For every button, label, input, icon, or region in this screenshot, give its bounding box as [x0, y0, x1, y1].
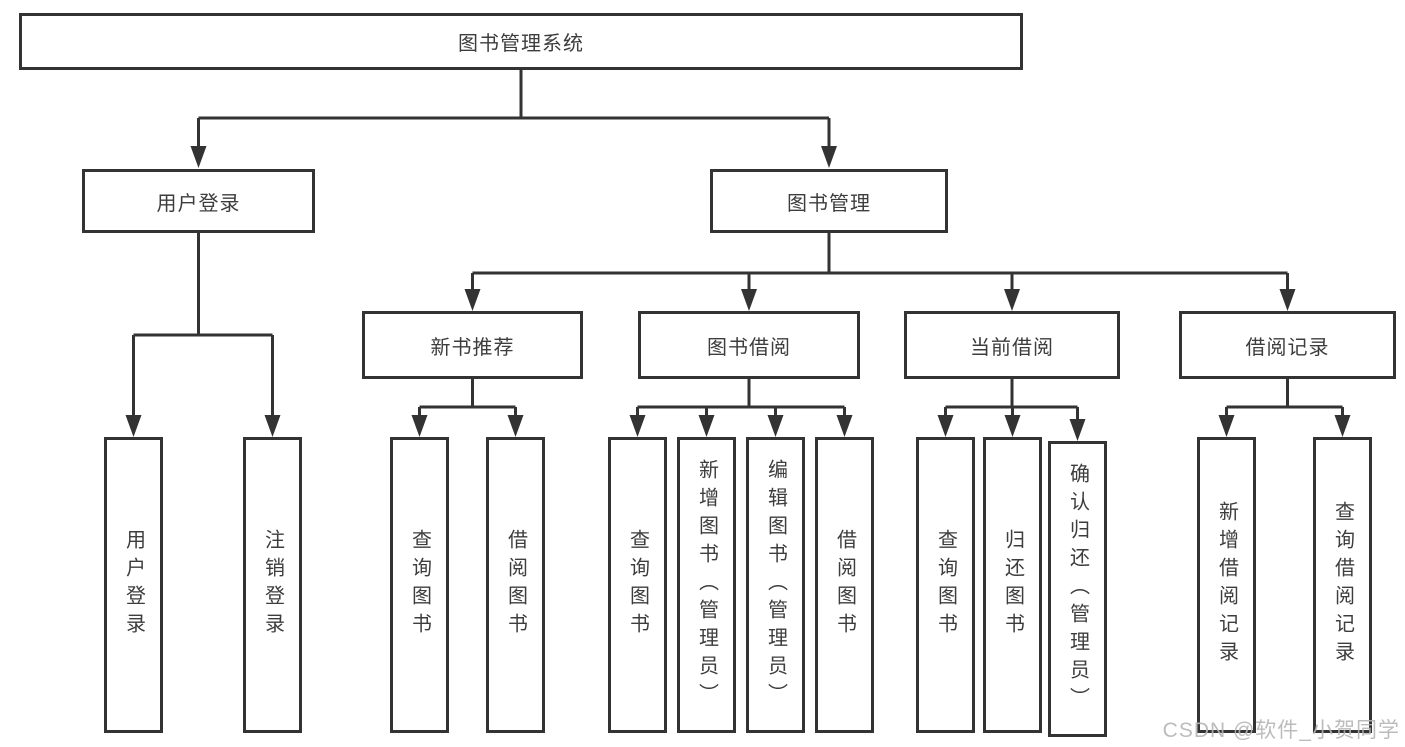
node-label: 图书管理: [787, 192, 871, 215]
node-label: 借阅图书: [833, 529, 856, 641]
leaf-query-borrow-record: 查询借阅记录: [1313, 437, 1372, 733]
node-book-management: 图书管理: [710, 169, 948, 233]
node-current-borrow: 当前借阅: [904, 311, 1120, 379]
csdn-watermark: CSDN @软件_小贺同学: [1162, 719, 1400, 742]
node-label: 用户登录: [122, 529, 145, 641]
leaf-query-books-current: 查询图书: [916, 437, 975, 733]
node-label: 借阅图书: [504, 529, 527, 641]
node-book-borrow: 图书借阅: [638, 311, 860, 379]
node-label: 确认归还（管理员）: [1066, 463, 1089, 715]
leaf-add-book-admin: 新增图书（管理员）: [677, 437, 736, 733]
leaf-query-books-borrow: 查询图书: [608, 437, 667, 733]
node-label: 查询图书: [408, 529, 431, 641]
node-label: 归还图书: [1001, 529, 1024, 641]
node-label: 查询图书: [934, 529, 957, 641]
node-label: 新增图书（管理员）: [695, 459, 718, 711]
node-label: 当前借阅: [970, 336, 1054, 359]
node-label: 注销登录: [261, 529, 284, 641]
node-new-book-recommend: 新书推荐: [362, 311, 583, 379]
node-label: 新增借阅记录: [1215, 501, 1238, 669]
node-label: 图书借阅: [707, 336, 791, 359]
leaf-user-login: 用户登录: [104, 437, 163, 733]
leaf-borrow-books-recommend: 借阅图书: [486, 437, 545, 733]
node-label: 图书管理系统: [458, 33, 584, 55]
node-library-system: 图书管理系统: [19, 13, 1023, 70]
node-label: 新书推荐: [430, 336, 515, 359]
leaf-query-books-recommend: 查询图书: [390, 437, 449, 733]
node-label: 查询借阅记录: [1331, 501, 1354, 669]
node-label: 借阅记录: [1245, 336, 1330, 359]
leaf-return-book: 归还图书: [983, 437, 1042, 733]
leaf-confirm-return-admin: 确认归还（管理员）: [1048, 441, 1107, 737]
arrowheads: [125, 146, 1351, 441]
leaf-add-borrow-record: 新增借阅记录: [1197, 437, 1256, 733]
leaf-edit-book-admin: 编辑图书（管理员）: [746, 437, 805, 733]
leaf-logout: 注销登录: [243, 437, 302, 733]
node-user-login: 用户登录: [82, 169, 315, 233]
node-label: 编辑图书（管理员）: [764, 459, 787, 711]
node-label: 查询图书: [626, 529, 649, 641]
leaf-borrow-books: 借阅图书: [815, 437, 874, 733]
node-borrow-records: 借阅记录: [1179, 311, 1396, 379]
node-label: 用户登录: [156, 192, 241, 215]
